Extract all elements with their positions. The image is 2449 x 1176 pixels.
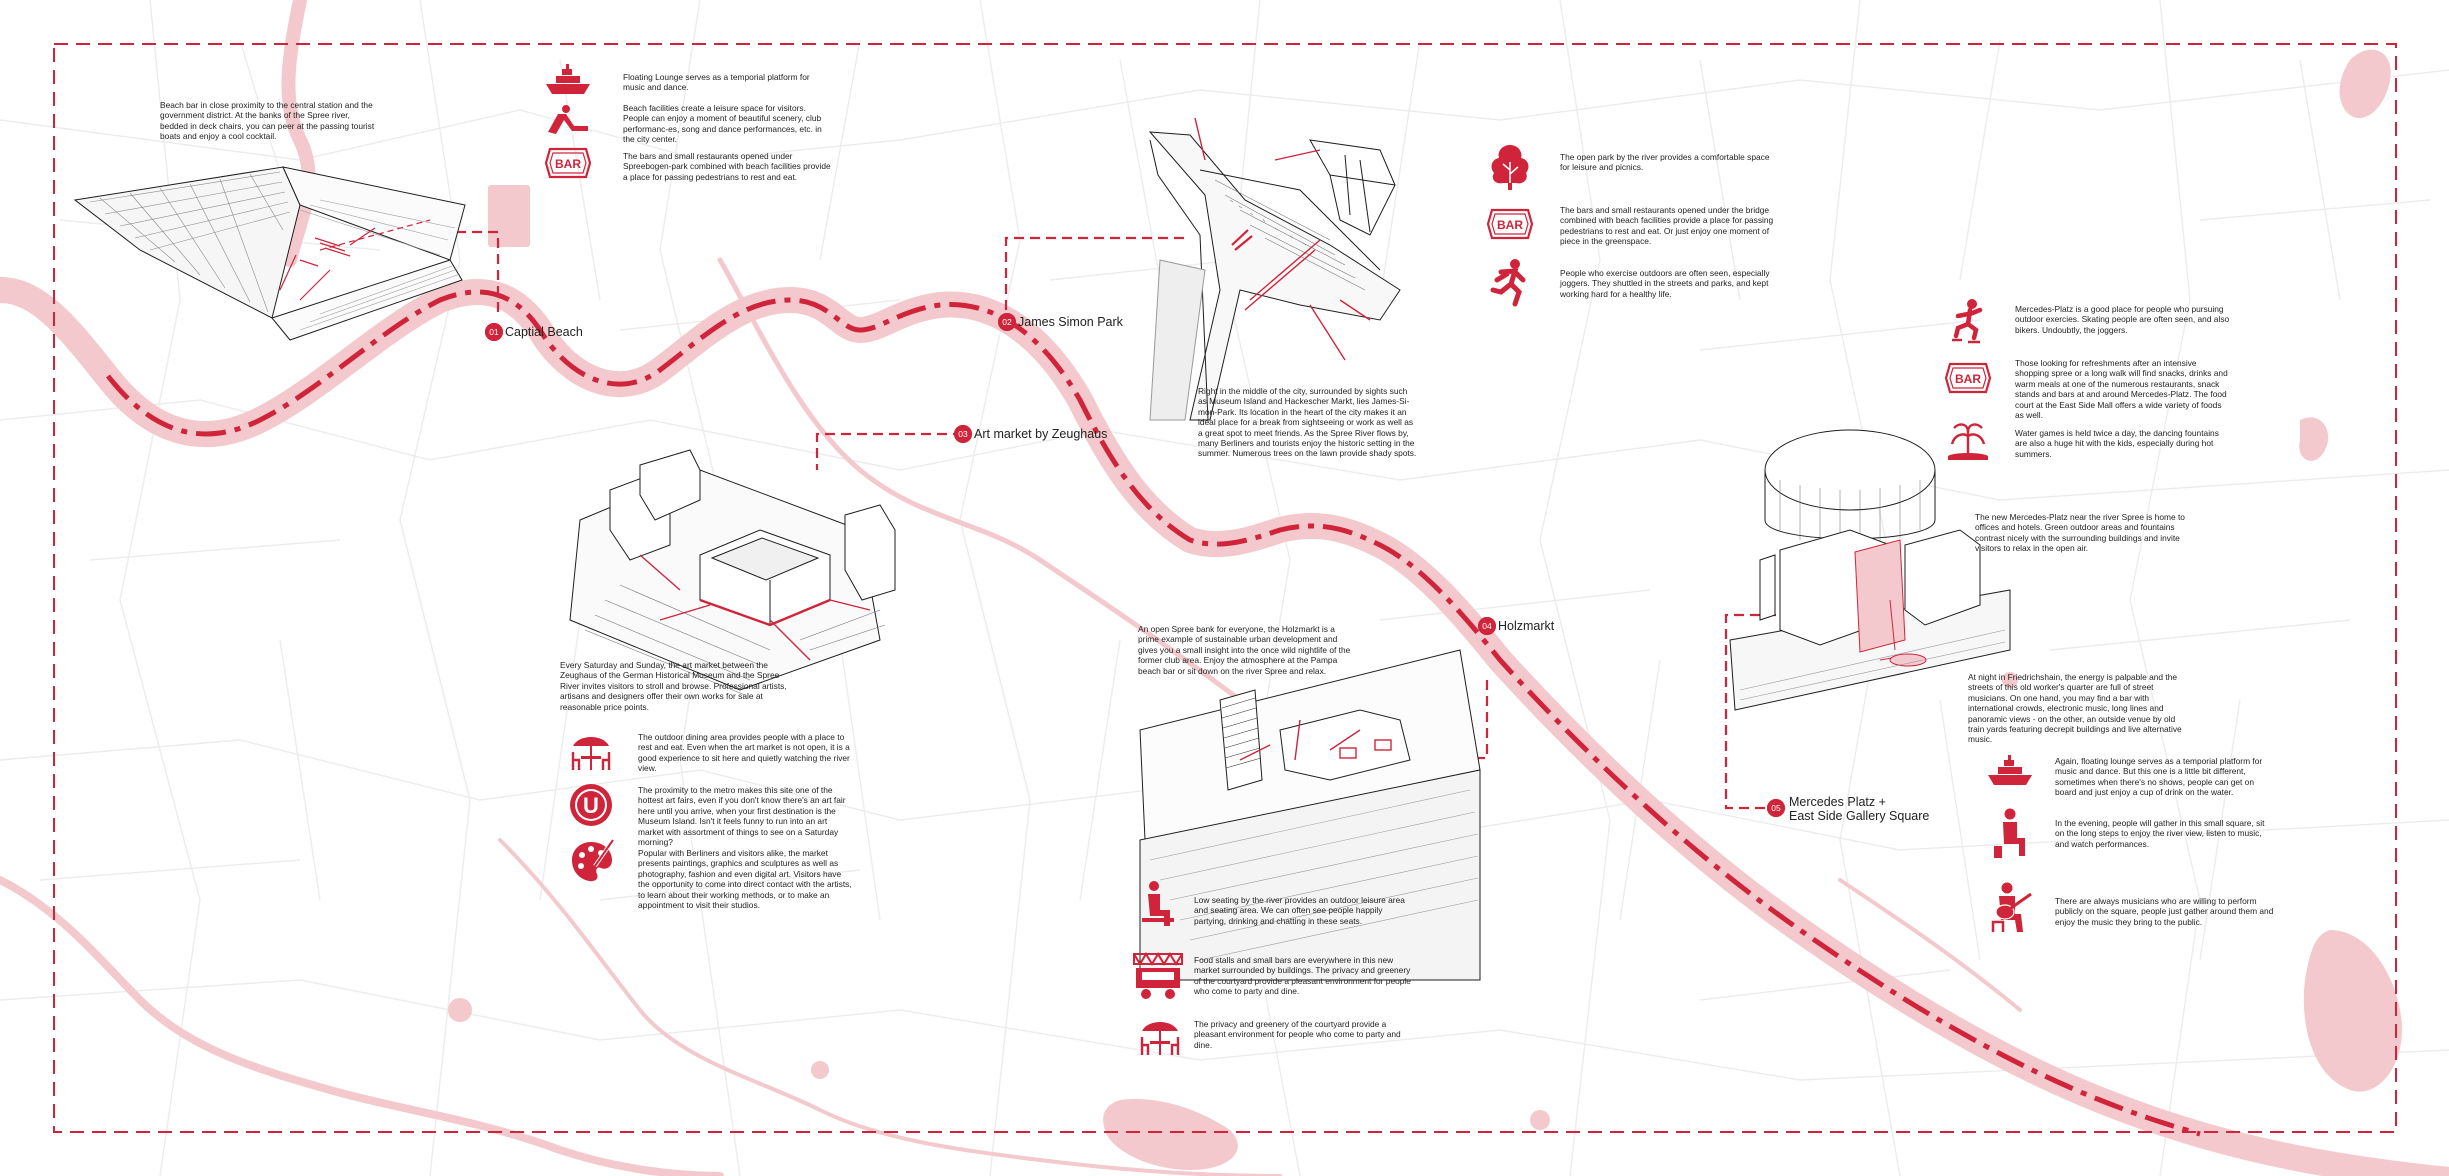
fountain-icon bbox=[1948, 423, 1988, 460]
palette-icon bbox=[572, 838, 615, 882]
guitarist-icon bbox=[1991, 882, 2032, 932]
holz-text-2: Food stalls and small bars are everywher… bbox=[1194, 955, 1411, 997]
bar-sign-text: BAR bbox=[1497, 218, 1523, 232]
james-text-1: The open park by the river provides a co… bbox=[1560, 152, 1770, 173]
holzmarkt-drawing bbox=[1139, 649, 1481, 981]
east-text-1: Again, floating lounge serves as a tempo… bbox=[2055, 756, 2263, 798]
james-text-2: The bars and small restaurants opened un… bbox=[1560, 205, 1774, 247]
merc-text-1: Mercedes-Platz is a good place for peopl… bbox=[2015, 304, 2230, 335]
leader-lines bbox=[440, 230, 1776, 810]
water-bodies bbox=[448, 49, 2402, 1170]
bar-sign-icon-2: BAR bbox=[1486, 208, 1534, 240]
capital-text-3: The bars and small restaurants opened un… bbox=[623, 151, 831, 182]
capital-text-1: Floating Lounge serves as a temporial pl… bbox=[623, 72, 810, 93]
stop-02-label[interactable]: James Simon Park bbox=[1018, 315, 1123, 329]
james-intro-text: Right in the middle of the city, surroun… bbox=[1198, 386, 1417, 459]
east-text-2: In the evening, people will gather in th… bbox=[2055, 818, 2265, 849]
bar-sign-text: BAR bbox=[555, 157, 581, 171]
stop-04-badge: 04 bbox=[1478, 617, 1496, 635]
outdoor-dining-icon-2 bbox=[1140, 1022, 1180, 1055]
capital-beach-drawing bbox=[73, 166, 466, 341]
bar-sign-icon: BAR bbox=[544, 147, 592, 179]
map-frame bbox=[53, 43, 2397, 1133]
u-bahn-letter: U bbox=[583, 793, 599, 818]
boat-icon bbox=[546, 64, 590, 94]
stop-04-label[interactable]: Holzmarkt bbox=[1498, 619, 1555, 633]
boat-icon-2 bbox=[1988, 755, 2032, 785]
east-text-3: There are always musicians who are willi… bbox=[2055, 896, 2274, 927]
stop-03-label[interactable]: Art market by Zeughaus bbox=[974, 427, 1108, 441]
seated-person-icon-2 bbox=[1994, 808, 2025, 858]
james-simon-park-drawing bbox=[1148, 117, 1401, 421]
stop-01-label[interactable]: Captial Beach bbox=[505, 325, 583, 339]
art-market-drawing bbox=[569, 449, 896, 696]
stop-05-label[interactable]: Mercedes Platz + bbox=[1789, 795, 1886, 809]
holz-text-1: Low seating by the river provides an out… bbox=[1194, 895, 1405, 926]
art-text-1: The outdoor dining area provides people … bbox=[638, 732, 850, 774]
tree-icon bbox=[1491, 145, 1529, 190]
stop-01-badge: 01 bbox=[485, 323, 503, 341]
runner-icon bbox=[1490, 259, 1526, 307]
outdoor-dining-icon bbox=[571, 737, 611, 770]
east-intro-text: At night in Friedrichshain, the energy i… bbox=[1968, 672, 2182, 745]
u-bahn-icon: U bbox=[570, 784, 612, 826]
stop-02-badge: 02 bbox=[998, 313, 1016, 331]
seated-person-icon bbox=[1142, 881, 1174, 926]
skater-icon bbox=[1952, 299, 1983, 344]
capital-text-2: Beach facilities create a leisure space … bbox=[623, 103, 822, 145]
art-text-2: The proximity to the metro makes this si… bbox=[638, 785, 846, 848]
mercedes-platz-drawing bbox=[1729, 429, 2011, 711]
holz-text-3: The privacy and greenery of the courtyar… bbox=[1194, 1019, 1401, 1050]
bar-sign-text: BAR bbox=[1955, 372, 1981, 386]
merc-text-2: Those looking for refreshments after an … bbox=[2015, 358, 2228, 421]
merc-text-3: Water games is held twice a day, the dan… bbox=[2015, 428, 2219, 459]
holz-intro-text: An open Spree bank for everyone, the Hol… bbox=[1138, 624, 1351, 676]
art-intro-text: Every Saturday and Sunday, the art marke… bbox=[560, 660, 787, 712]
stop-03-badge: 03 bbox=[954, 425, 972, 443]
stop-05-badge: 05 bbox=[1767, 799, 1785, 817]
route-line bbox=[106, 289, 2201, 1137]
capital-intro-text: Beach bar in close proximity to the cent… bbox=[160, 100, 375, 142]
james-text-3: People who exercise outdoors are often s… bbox=[1560, 268, 1770, 299]
bar-sign-icon-3: BAR bbox=[1944, 362, 1992, 394]
food-cart-icon bbox=[1133, 952, 1183, 999]
art-text-3: Popular with Berliners and visitors alik… bbox=[638, 848, 852, 911]
deckchair-icon bbox=[548, 105, 588, 134]
merc-intro-text: The new Mercedes-Platz near the river Sp… bbox=[1975, 512, 2185, 554]
stop-05-label-line2[interactable]: East Side Gallery Square bbox=[1789, 809, 1930, 823]
